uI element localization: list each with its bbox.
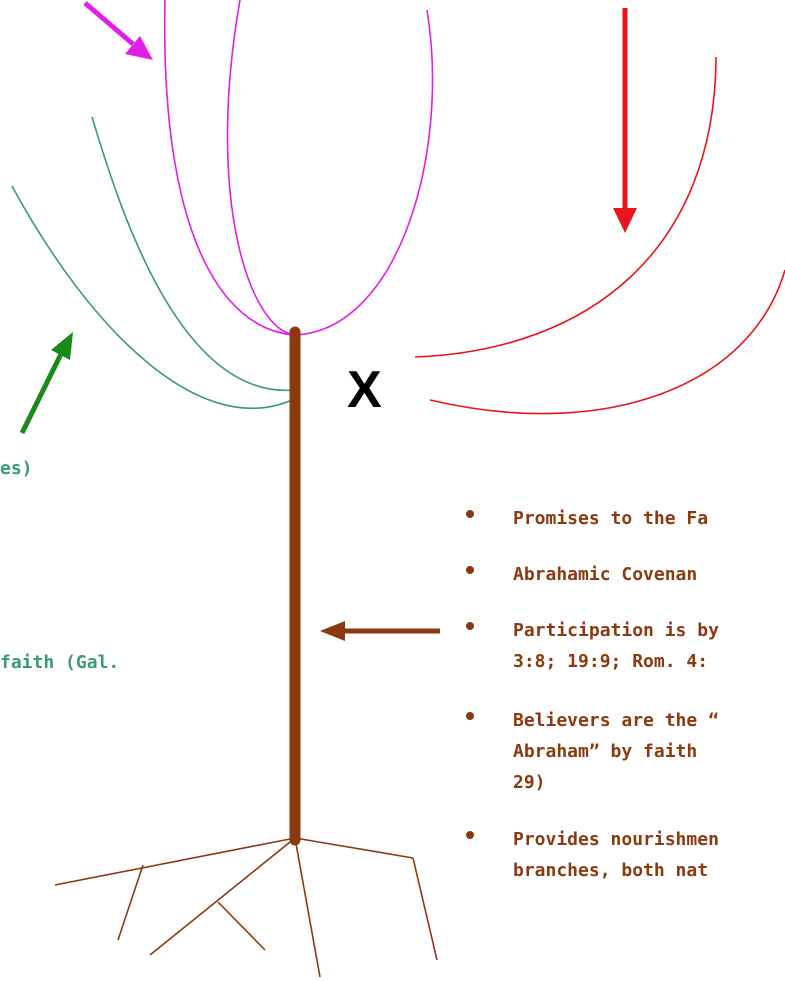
broken-branch-upper (414, 56, 717, 358)
bullet-text: Promises to the Fa (513, 508, 709, 529)
brown-left-arrow-icon (320, 621, 440, 641)
tree-roots (54, 837, 438, 978)
bullet-dot (466, 566, 474, 574)
bullet-text-line-2: 3:8; 19:9; Rom. 4: (513, 651, 709, 672)
natural-branch-right (294, 9, 434, 336)
bullet-dot (466, 712, 474, 720)
grafted-branch-lower (11, 185, 293, 410)
faith-label-fragment: faith (Gal. (0, 652, 120, 673)
red-down-arrow-icon (613, 8, 637, 233)
bullet-dot (466, 831, 474, 839)
x-mark: X (347, 361, 382, 419)
bullet-text-line-2: Abraham” by faith (513, 741, 698, 762)
bullet-text-line-1: Participation is by (513, 620, 719, 641)
broken-branch-lower (429, 269, 785, 415)
bullet-dot (466, 622, 474, 630)
magenta-arrow-icon (83, 1, 153, 60)
bullet-text-line-1: Provides nourishmen (513, 829, 719, 850)
wild-branch-label-fragment: es) (0, 458, 33, 479)
natural-branch-inner (226, 0, 296, 336)
bullet-text-line-1: Believers are the “ (513, 710, 719, 731)
green-arrow-icon (19, 332, 73, 435)
natural-branch-outer (163, 0, 296, 336)
bullet-text-line-2: branches, both nat (513, 860, 709, 881)
grafted-branch-upper (91, 116, 296, 391)
bullet-dot (466, 510, 474, 518)
bullet-text: Abrahamic Covenan (513, 564, 698, 585)
bullet-text-line-3: 29) (513, 772, 546, 793)
